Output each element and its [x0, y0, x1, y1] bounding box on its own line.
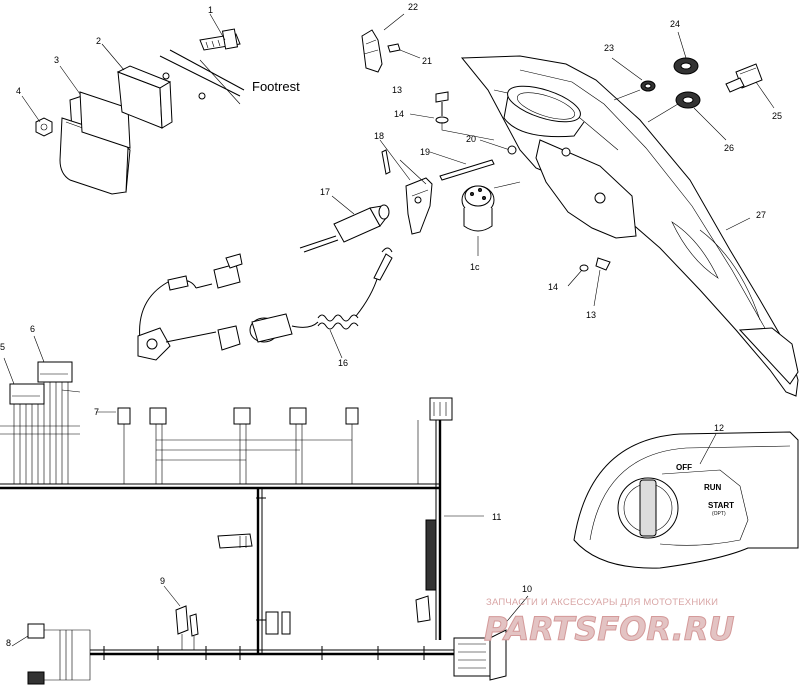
callout-13-top: 13	[392, 85, 402, 95]
grommet-key-parts	[611, 31, 775, 141]
callout-1: 1	[208, 5, 213, 15]
callout-26: 26	[724, 143, 734, 153]
callout-6: 6	[30, 324, 35, 334]
lanyard-16	[137, 247, 393, 361]
callout-3: 3	[54, 55, 59, 65]
switch-17	[299, 195, 390, 253]
callout-17: 17	[320, 187, 330, 197]
switch-position-run: RUN	[704, 483, 722, 492]
hood-27	[460, 55, 799, 397]
switch-position-start: START	[708, 501, 734, 510]
callout-23: 23	[604, 43, 614, 53]
callout-numbers: 1 2 3 4 5 6 7 8 9 10 11 12 13 13 14 14 1…	[0, 2, 782, 648]
footrest-label: Footrest	[252, 79, 300, 94]
callout-13-bottom: 13	[586, 310, 596, 320]
callout-25: 25	[772, 111, 782, 121]
footrest-assembly	[21, 13, 245, 195]
callout-4: 4	[16, 86, 21, 96]
callout-2: 2	[96, 36, 101, 46]
switch-position-off: OFF	[676, 463, 692, 472]
callout-18: 18	[374, 131, 384, 141]
callout-27: 27	[756, 210, 766, 220]
callout-14-top: 14	[394, 109, 404, 119]
callout-8: 8	[6, 638, 11, 648]
wiring-harness	[0, 335, 529, 685]
callout-10: 10	[522, 584, 532, 594]
watermark-tagline: ЗАПЧАСТИ И АКСЕССУАРЫ ДЛЯ МОТОТЕХНИКИ	[486, 597, 718, 608]
callout-16: 16	[338, 358, 348, 368]
watermark: ЗАПЧАСТИ И АКСЕССУАРЫ ДЛЯ МОТОТЕХНИКИ PA…	[484, 597, 735, 649]
connector-row-7	[96, 407, 359, 484]
callout-11: 11	[492, 512, 501, 522]
ignition-switch	[461, 181, 521, 256]
clip-parts	[361, 13, 495, 141]
callout-12: 12	[714, 423, 724, 433]
callout-7: 7	[94, 407, 99, 417]
callout-21: 21	[422, 56, 432, 66]
callout-19: 19	[420, 147, 430, 157]
switch-panel-12	[573, 431, 799, 569]
callout-1c: 1c	[470, 262, 480, 272]
callout-22: 22	[408, 2, 418, 12]
watermark-logo: PARTSFOR.RU	[484, 610, 734, 648]
callout-24: 24	[670, 19, 680, 29]
callout-9: 9	[160, 576, 165, 586]
lever-assembly	[379, 139, 517, 235]
callout-20: 20	[466, 134, 476, 144]
callout-14-bottom: 14	[548, 282, 558, 292]
switch-position-opt: (OPT)	[712, 511, 726, 517]
callout-5: 5	[0, 342, 5, 352]
lower-fasteners	[567, 257, 611, 307]
